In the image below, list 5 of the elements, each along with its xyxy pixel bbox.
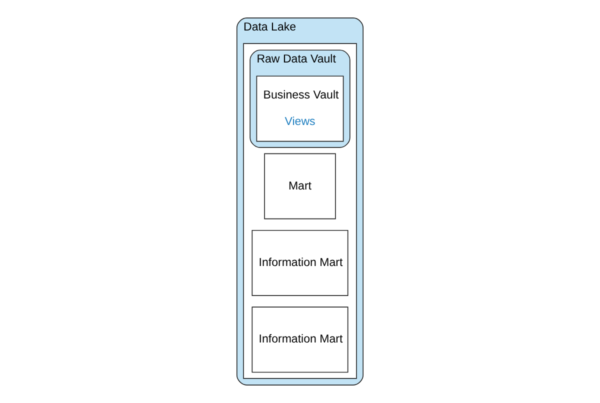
node-box: Information Mart [252,230,348,296]
node-box: Business Vault Views [256,76,344,142]
cluster [243,43,357,379]
node-box: Mart [264,153,336,220]
node-box: Information Mart [252,306,348,373]
